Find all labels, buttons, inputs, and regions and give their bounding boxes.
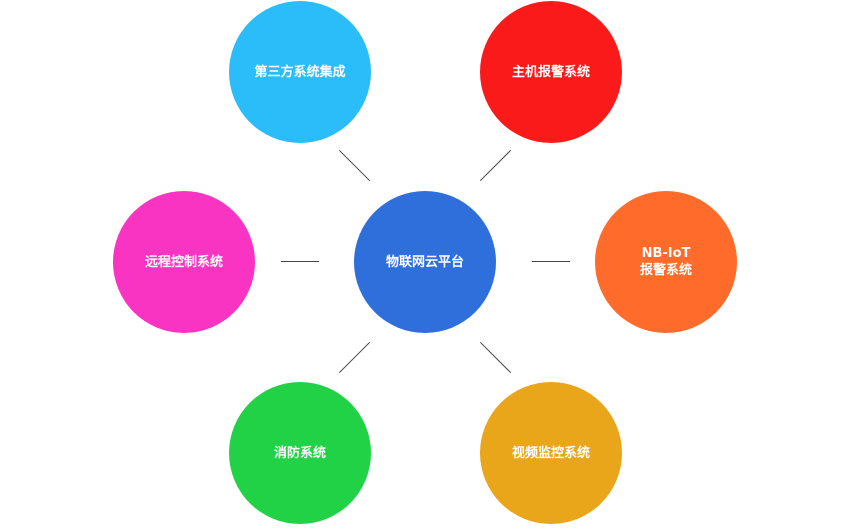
node-label: 第三方系统集成 — [254, 64, 346, 80]
node-label: 视频监控系统 — [511, 445, 590, 461]
center-node-label: 物联网云平台 — [385, 254, 464, 270]
connector-nbiot-alarm — [532, 261, 570, 262]
center-node-iot-cloud-platform: 物联网云平台 — [354, 191, 496, 333]
node-third-party-integration: 第三方系统集成 — [229, 1, 371, 143]
connector-remote-control — [281, 261, 319, 262]
connector-host-alarm — [479, 149, 512, 182]
node-label: 主机报警系统 — [511, 64, 590, 80]
connector-third-party — [338, 149, 371, 182]
node-fire-system: 消防系统 — [229, 382, 371, 524]
node-nbiot-alarm-system: NB-IoT 报警系统 — [595, 191, 737, 333]
node-label-line1: NB-IoT — [641, 246, 691, 261]
node-remote-control-system: 远程控制系统 — [113, 191, 255, 333]
node-label: 远程控制系统 — [144, 254, 223, 270]
connector-video — [479, 341, 512, 374]
node-label-line2: 报警系统 — [639, 263, 692, 278]
node-host-alarm-system: 主机报警系统 — [480, 1, 622, 143]
node-label: 消防系统 — [273, 445, 326, 461]
node-video-surveillance-system: 视频监控系统 — [480, 382, 622, 524]
connector-fire — [338, 341, 371, 374]
